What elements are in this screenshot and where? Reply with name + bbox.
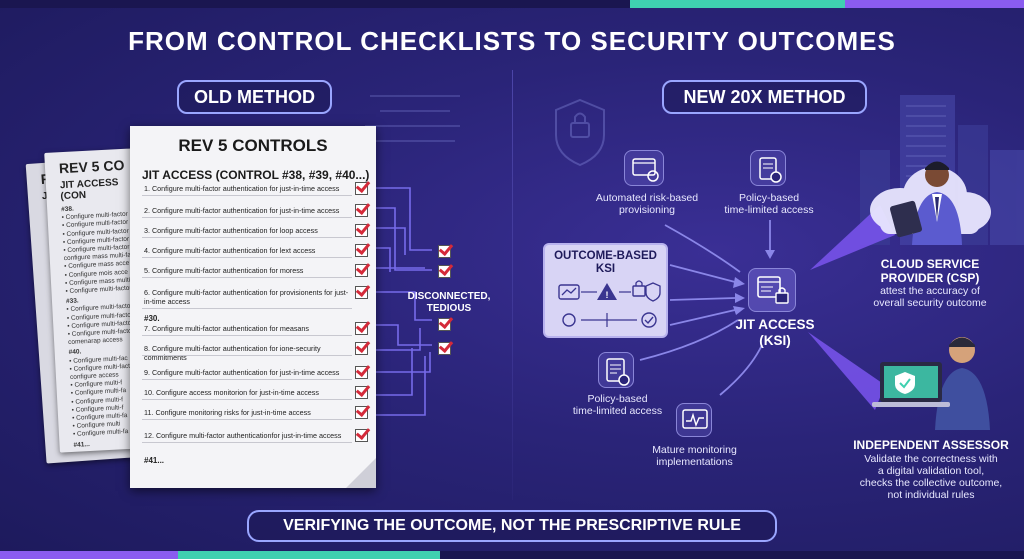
- control-item: 3. Configure multi-factor authentication…: [144, 226, 318, 235]
- control-item-checkbox: [355, 386, 368, 399]
- control-item-checkbox: [355, 342, 368, 355]
- gear-browser-icon: [624, 150, 664, 186]
- control-item-divider: [142, 277, 352, 278]
- control-item-divider: [142, 379, 352, 380]
- control-item-checkbox: [355, 322, 368, 335]
- svg-text:!: !: [606, 290, 609, 300]
- outcome-ksi-title: OUTCOME-BASED KSI: [554, 250, 657, 275]
- control-item: 4. Configure multi-factor authentication…: [144, 246, 316, 255]
- control-item-checkbox: [355, 204, 368, 217]
- input-policy-based-bottom-label: Policy-based time-limited access: [572, 393, 663, 417]
- control-item: 8. Configure multi-factor authentication…: [144, 344, 321, 362]
- control-item-divider: [142, 217, 352, 218]
- page-curl: [346, 458, 376, 488]
- disconnected-tedious-label: DISCONNECTED, TEDIOUS: [407, 291, 491, 314]
- control-item-checkbox: [355, 264, 368, 277]
- control-item-divider: [142, 355, 352, 356]
- control-item-checkbox: [355, 406, 368, 419]
- section-41-label: #41...: [144, 456, 165, 465]
- control-item-divider: [142, 335, 352, 336]
- new-method-label: NEW 20X METHOD: [662, 80, 867, 114]
- lock-window-icon: [748, 268, 796, 312]
- control-item-divider: [142, 399, 352, 400]
- control-item-divider: [142, 195, 352, 196]
- control-item: 5. Configure multi-factor authentication…: [144, 266, 304, 275]
- document-clock-icon: [598, 352, 634, 388]
- control-item-checkbox: [355, 244, 368, 257]
- control-item: 1. Configure multi-factor authentication…: [144, 184, 340, 193]
- control-item: 12. Configure multi-factor authenticatio…: [144, 431, 342, 440]
- input-automated-risk-label: Automated risk-based provisioning: [595, 192, 699, 216]
- control-item: 2. Configure multi-factor authentication…: [144, 206, 340, 215]
- control-item: 9. Configure multi-factor authentication…: [144, 368, 340, 377]
- control-item-checkbox: [355, 286, 368, 299]
- ksi-diagram-icons: !: [558, 280, 661, 328]
- top-bar-teal: [630, 0, 845, 8]
- center-divider: [512, 70, 513, 500]
- stacked-check-1: [438, 245, 451, 258]
- control-item-checkbox: [355, 366, 368, 379]
- stacked-check-2: [438, 265, 451, 278]
- stacked-check-4: [438, 342, 451, 355]
- control-item: 7. Configure multi-factor authentication…: [144, 324, 309, 333]
- control-item-checkbox: [355, 224, 368, 237]
- bottom-bar-purple: [0, 551, 178, 559]
- control-item: 6. Configure multi-factor authentication…: [144, 288, 349, 306]
- control-item-divider: [142, 257, 352, 258]
- clipboard-clock-icon: [750, 150, 786, 186]
- assessor-description: Validate the correctness with a digital …: [859, 453, 1003, 501]
- csp-description: attest the accuracy of overall security …: [873, 285, 987, 309]
- control-item-checkbox: [355, 182, 368, 195]
- rev5-controls-title: REV 5 CONTROLS: [178, 136, 328, 155]
- top-bar-dark: [0, 0, 630, 8]
- input-mature-monitoring-label: Mature monitoring implementations: [652, 444, 737, 468]
- control-item-divider: [142, 308, 352, 309]
- rev5-controls-paper: REV 5 CONTROLS JIT ACCESS (CONTROL #38, …: [130, 126, 376, 488]
- stacked-check-3: [438, 318, 451, 331]
- section-30-label: #30.: [144, 314, 160, 323]
- csp-title: CLOUD SERVICE PROVIDER (CSP): [880, 257, 980, 285]
- footer-banner: VERIFYING THE OUTCOME, NOT THE PRESCRIPT…: [247, 510, 777, 542]
- assessor-title: INDEPENDENT ASSESSOR: [853, 438, 1009, 452]
- input-policy-based-top-label: Policy-based time-limited access: [724, 192, 814, 216]
- control-item-divider: [142, 419, 352, 420]
- jit-access-ksi-label: JIT ACCESS (KSI): [735, 317, 815, 348]
- control-item-checkbox: [355, 429, 368, 442]
- outcome-based-ksi-panel: OUTCOME-BASED KSI !: [543, 243, 668, 338]
- old-method-label: OLD METHOD: [177, 80, 332, 114]
- jit-access-subtitle: JIT ACCESS (CONTROL #38, #39, #40...): [142, 168, 370, 182]
- control-item: 11. Configure monitoring risks for just-…: [144, 408, 311, 417]
- monitoring-chart-icon: [676, 403, 712, 437]
- bottom-bar-teal: [178, 551, 440, 559]
- control-item-divider: [142, 237, 352, 238]
- bottom-bar-dark: [440, 551, 1024, 559]
- top-bar-purple: [845, 0, 1024, 8]
- page-title: FROM CONTROL CHECKLISTS TO SECURITY OUTC…: [128, 26, 896, 56]
- control-item: 10. Configure access monitorion for just…: [144, 388, 319, 397]
- control-item-divider: [142, 442, 352, 443]
